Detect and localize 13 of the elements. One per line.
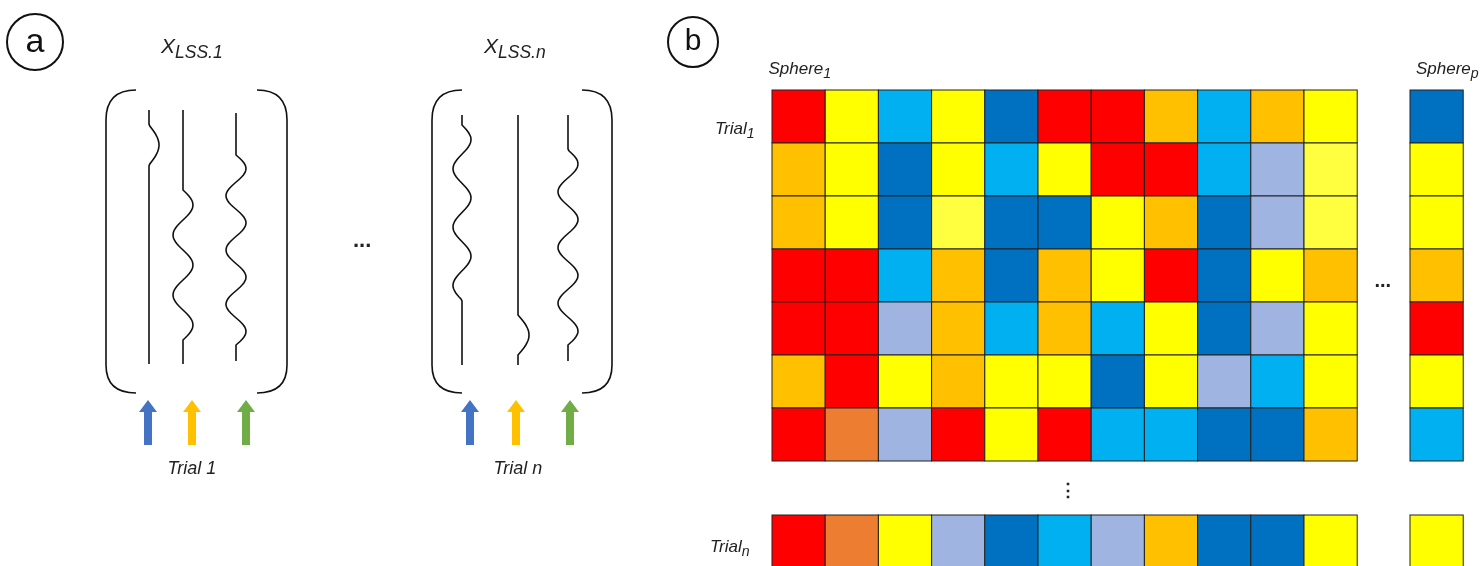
trial-label: Trial n bbox=[493, 459, 543, 477]
ellipsis: ... bbox=[353, 229, 372, 251]
matrix-label: X$_{LSS.n}$ bbox=[484, 34, 546, 62]
column-label: Sphere$_{1}$ bbox=[768, 59, 832, 81]
row-label: Trial$_{1}$ bbox=[715, 119, 755, 141]
matrix-label: X$_{LSS.1}$ bbox=[161, 34, 223, 62]
trial-label: Trial 1 bbox=[167, 459, 217, 477]
row-label: Trial$_{n}$ bbox=[710, 537, 750, 559]
ellipsis: ⋮ bbox=[1059, 481, 1077, 499]
panel-label: b bbox=[667, 16, 719, 68]
ellipsis: ... bbox=[1374, 270, 1392, 290]
panel-label: a bbox=[6, 13, 64, 71]
column-label: Sphere$_{p}$ bbox=[1416, 59, 1479, 81]
